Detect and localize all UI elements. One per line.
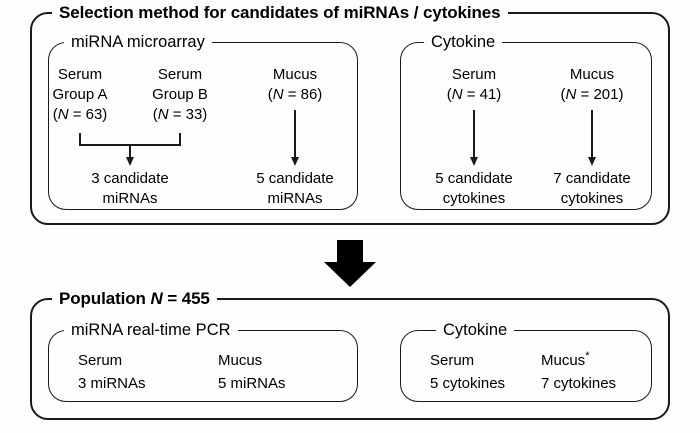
cytokine-serum-source: Serum	[430, 352, 475, 369]
stage2-title: Population N = 455	[52, 290, 217, 307]
col-mucus-cytokine-n: (N = 201)	[561, 86, 624, 104]
col-mucus-mirna-line1: Mucus	[272, 66, 318, 83]
stage-transition-arrow-icon	[324, 240, 376, 287]
population-prefix: Population	[59, 289, 151, 308]
stage2-outer-box	[30, 298, 670, 420]
stage1-title: Selection method for candidates of miRNA…	[52, 4, 508, 21]
col-serum-cytokine-line1: Serum	[451, 66, 497, 83]
n-value: = 201)	[576, 86, 624, 103]
n-value: = 86)	[283, 86, 323, 103]
panel-cytokine-title: Cytokine	[424, 34, 503, 51]
col-serum-group-a-line1: Serum	[57, 66, 103, 83]
n-symbol: N	[565, 86, 577, 103]
n-open-paren: (	[52, 106, 58, 123]
panel-mirna-microarray-title: miRNA microarray	[64, 34, 212, 51]
n-value: = 33)	[168, 106, 208, 123]
cytokine-mucus-value: 7 cytokines	[541, 375, 617, 392]
panel-mirna-realtime-pcr-title: miRNA real-time PCR	[64, 322, 238, 339]
n-symbol: N	[272, 86, 284, 103]
n-value: = 41)	[462, 86, 502, 103]
col-mucus-mirna-n: (N = 86)	[268, 86, 323, 104]
result-3-candidate-mirnas-line2: miRNAs	[102, 190, 158, 207]
n-open-paren: (	[446, 86, 452, 103]
n-open-paren: (	[560, 86, 566, 103]
population-value: = 455	[162, 289, 210, 308]
cytokine-mucus-source: Mucus*	[541, 350, 590, 370]
col-serum-group-a-n: (N = 63)	[53, 106, 108, 124]
col-mucus-cytokine-line1: Mucus	[569, 66, 615, 83]
n-open-paren: (	[152, 106, 158, 123]
result-5-candidate-mirnas-line1: 5 candidate	[256, 170, 334, 187]
pcr-serum-value: 3 miRNAs	[78, 375, 146, 392]
n-open-paren: (	[267, 86, 273, 103]
panel-cytokine-bottom-title: Cytokine	[436, 322, 515, 339]
merge-arrow-serum-groups	[129, 145, 131, 158]
cytokine-mucus-source-text: Mucus	[541, 352, 586, 369]
result-3-candidate-mirnas-line1: 3 candidate	[91, 170, 169, 187]
n-symbol: N	[157, 106, 169, 123]
panel-cytokine-box	[400, 42, 652, 210]
pcr-serum-source: Serum	[78, 352, 123, 369]
asterisk-footnote-marker: *	[585, 350, 590, 362]
panel-cytokine-bottom-box	[400, 330, 652, 402]
cytokine-serum-value: 5 cytokines	[430, 375, 506, 392]
population-n-symbol: N	[150, 289, 163, 308]
n-value: = 63)	[68, 106, 108, 123]
n-symbol: N	[451, 86, 463, 103]
col-serum-group-b-n: (N = 33)	[153, 106, 208, 124]
pcr-mucus-value: 5 miRNAs	[218, 375, 286, 392]
col-serum-group-a-line2: Group A	[52, 86, 108, 103]
n-symbol: N	[57, 106, 69, 123]
col-serum-group-b-line1: Serum	[157, 66, 203, 83]
result-5-candidate-cytokines-line2: cytokines	[442, 190, 506, 207]
result-7-candidate-cytokines-line1: 7 candidate	[553, 170, 631, 187]
arrow-mucus-cytokine	[591, 110, 593, 158]
col-serum-group-b-line2: Group B	[152, 86, 208, 103]
arrow-mucus-mirna	[294, 110, 296, 158]
pcr-mucus-source: Mucus	[218, 352, 263, 369]
arrow-serum-cytokine	[473, 110, 475, 158]
result-7-candidate-cytokines-line2: cytokines	[560, 190, 624, 207]
result-5-candidate-cytokines-line1: 5 candidate	[435, 170, 513, 187]
result-5-candidate-mirnas-line2: miRNAs	[267, 190, 323, 207]
col-serum-cytokine-n: (N = 41)	[447, 86, 502, 104]
